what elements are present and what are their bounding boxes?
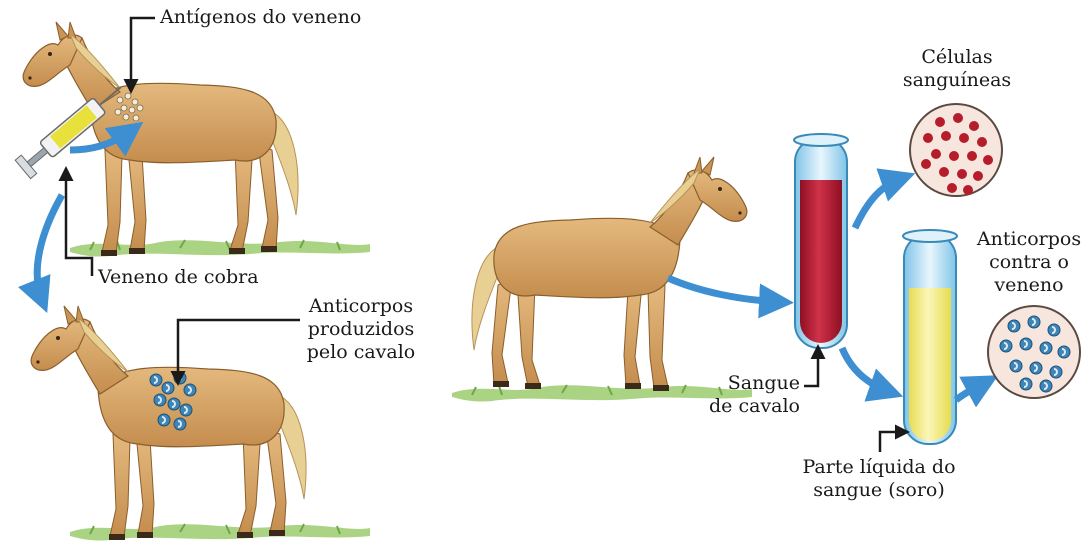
- horse-donor: [472, 157, 747, 391]
- blood-tube: [794, 134, 848, 348]
- down-arrow: [37, 195, 62, 300]
- to-cells-arrow: [855, 178, 902, 228]
- blood-draw-arrow: [668, 278, 780, 302]
- to-antibodies-arrow: [956, 382, 986, 400]
- to-serum-arrow: [842, 348, 890, 392]
- serum-label: Parte líquida do sangue (soro): [784, 456, 974, 502]
- serum-pointer: [880, 432, 904, 452]
- snake-venom-label: Veneno de cobra: [98, 266, 259, 289]
- serum-tube: [903, 230, 957, 444]
- antigens-pointer: [131, 18, 155, 88]
- blood-cells-circle: [910, 104, 1002, 196]
- blood-cells-label: Células sanguíneas: [902, 46, 1012, 92]
- antibodies-against-label: Anticorpos contra o veneno: [970, 228, 1088, 297]
- venom-pointer: [66, 172, 92, 276]
- horse-blood-label: Sangue de cavalo: [700, 372, 800, 418]
- antibodies-produced-label: Anticorpos produzidos pelo cavalo: [296, 295, 426, 364]
- venom-antigens-label: Antígenos do veneno: [160, 6, 361, 29]
- antibodies-circle: [988, 306, 1080, 398]
- horse-blood-pointer: [804, 350, 818, 386]
